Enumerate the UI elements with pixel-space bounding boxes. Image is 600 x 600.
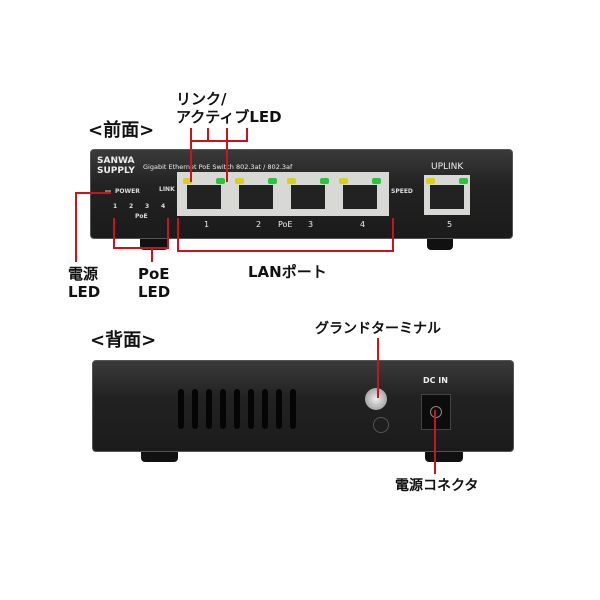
callout-poe-led-line1: PoE bbox=[138, 265, 170, 283]
callout-power-connector: 電源コネクタ bbox=[395, 478, 479, 494]
callout-link-active-led-line2: アクティブLED bbox=[176, 108, 282, 126]
front-foot-right bbox=[427, 236, 453, 250]
callout-line bbox=[392, 218, 394, 251]
speed-label: SPEED bbox=[391, 188, 413, 195]
ground-symbol-icon bbox=[373, 417, 389, 433]
callout-ground-terminal: グランドターミナル bbox=[315, 321, 441, 337]
callout-line bbox=[113, 218, 115, 248]
poe-led-1: 1 bbox=[113, 203, 118, 210]
callout-line bbox=[151, 247, 153, 262]
lan-port-2[interactable] bbox=[233, 175, 279, 213]
dc-jack-socket-icon bbox=[430, 406, 442, 418]
front-foot-left bbox=[140, 236, 168, 250]
poe-led-text: PoE bbox=[135, 213, 148, 220]
vent-slot bbox=[248, 389, 254, 429]
front-title: <前面> bbox=[88, 120, 155, 141]
power-led bbox=[105, 190, 111, 193]
dc-jack[interactable] bbox=[421, 394, 451, 430]
brand-logo: SANWA SUPPLY bbox=[97, 156, 135, 176]
callout-line bbox=[167, 218, 169, 248]
lan-port-3[interactable] bbox=[285, 175, 331, 213]
callout-line bbox=[434, 410, 436, 474]
port-number-2: 2 bbox=[256, 220, 262, 229]
vent-slot bbox=[206, 389, 212, 429]
callout-line bbox=[75, 192, 111, 194]
vent-slot bbox=[262, 389, 268, 429]
lan-port-1[interactable] bbox=[181, 175, 227, 213]
front-panel: SANWA SUPPLY Gigabit Ethernet PoE Switch… bbox=[90, 149, 513, 239]
vent-slot bbox=[178, 389, 184, 429]
uplink-number: 5 bbox=[447, 220, 453, 229]
callout-line bbox=[177, 218, 179, 251]
callout-line bbox=[246, 128, 248, 142]
ground-screw-icon bbox=[365, 388, 387, 410]
callout-line bbox=[226, 128, 228, 182]
callout-link-active-led-line1: リンク/ bbox=[176, 90, 227, 108]
power-label: POWER bbox=[115, 188, 140, 195]
callout-lan-port: LANポート bbox=[248, 263, 327, 281]
dc-in-label: DC IN bbox=[423, 376, 448, 385]
uplink-label: UPLINK bbox=[431, 162, 464, 172]
port-number-4: 4 bbox=[360, 220, 366, 229]
callout-line bbox=[177, 250, 394, 252]
poe-led-3: 3 bbox=[145, 203, 150, 210]
port-number-3: 3 bbox=[308, 220, 314, 229]
poe-led-2: 2 bbox=[129, 203, 134, 210]
link-label: LINK bbox=[159, 186, 175, 193]
callout-line bbox=[190, 140, 248, 142]
back-panel: DC IN bbox=[92, 360, 514, 452]
vent-slot bbox=[290, 389, 296, 429]
port-number-1: 1 bbox=[204, 220, 210, 229]
callout-line bbox=[190, 128, 192, 182]
callout-power-led-line1: 電源 bbox=[68, 265, 99, 283]
port-poe-text: PoE bbox=[278, 220, 293, 229]
callout-poe-led-line2: LED bbox=[138, 283, 171, 301]
model-text: Gigabit Ethernet PoE Switch 802.3at / 80… bbox=[143, 163, 293, 171]
vent-slot bbox=[220, 389, 226, 429]
vent-slot bbox=[276, 389, 282, 429]
poe-led-4: 4 bbox=[161, 203, 166, 210]
callout-line bbox=[207, 128, 209, 142]
vent-slot bbox=[192, 389, 198, 429]
callout-line bbox=[75, 192, 77, 262]
vent-slot bbox=[234, 389, 240, 429]
back-title: <背面> bbox=[90, 330, 157, 351]
callout-line bbox=[113, 247, 169, 249]
lan-port-4[interactable] bbox=[337, 175, 383, 213]
callout-line bbox=[377, 338, 379, 398]
callout-power-led-line2: LED bbox=[68, 283, 101, 301]
uplink-port-5[interactable] bbox=[424, 175, 470, 215]
